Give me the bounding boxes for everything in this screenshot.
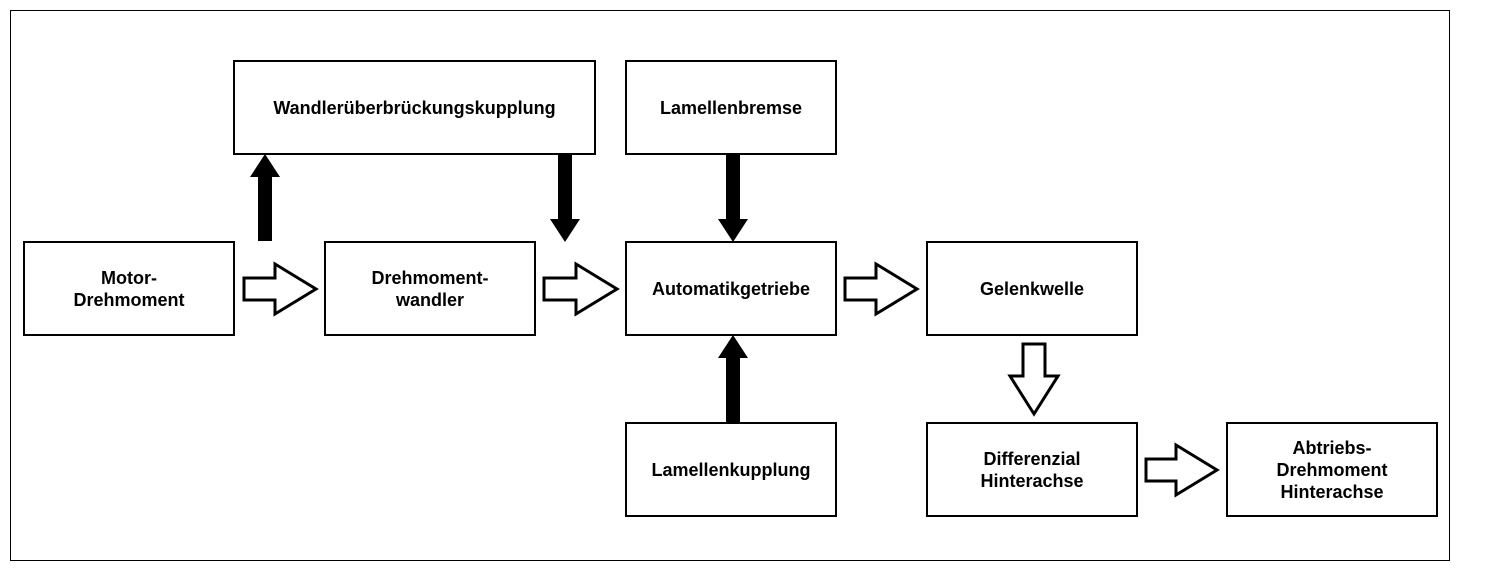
node-wandlerueberbrueckungskupplung: Wandlerüberbrückungskupplung — [233, 60, 596, 155]
arrow-lamellenbremse-to-getriebe — [718, 155, 748, 242]
arrow-getriebe-to-gelenkwelle — [843, 261, 920, 317]
arrow-wandlerueberbrueckung-to-getriebe — [550, 155, 580, 242]
arrow-wandler-to-getriebe — [542, 261, 620, 317]
arrow-gelenkwelle-to-differenzial — [1007, 342, 1061, 417]
node-automatikgetriebe: Automatikgetriebe — [625, 241, 837, 336]
arrow-motor-to-wandler — [242, 261, 319, 317]
arrow-differenzial-to-abtrieb — [1144, 442, 1220, 498]
node-lamellenbremse: Lamellenbremse — [625, 60, 837, 155]
node-drehmomentwandler: Drehmoment-wandler — [324, 241, 536, 336]
arrow-motor-to-wandlerueberbrueckung — [250, 154, 280, 241]
diagram-frame — [10, 10, 1450, 561]
node-lamellenkupplung: Lamellenkupplung — [625, 422, 837, 517]
node-motor-drehmoment: Motor-Drehmoment — [23, 241, 235, 336]
node-gelenkwelle: Gelenkwelle — [926, 241, 1138, 336]
arrow-lamellenkupplung-to-getriebe — [718, 335, 748, 422]
